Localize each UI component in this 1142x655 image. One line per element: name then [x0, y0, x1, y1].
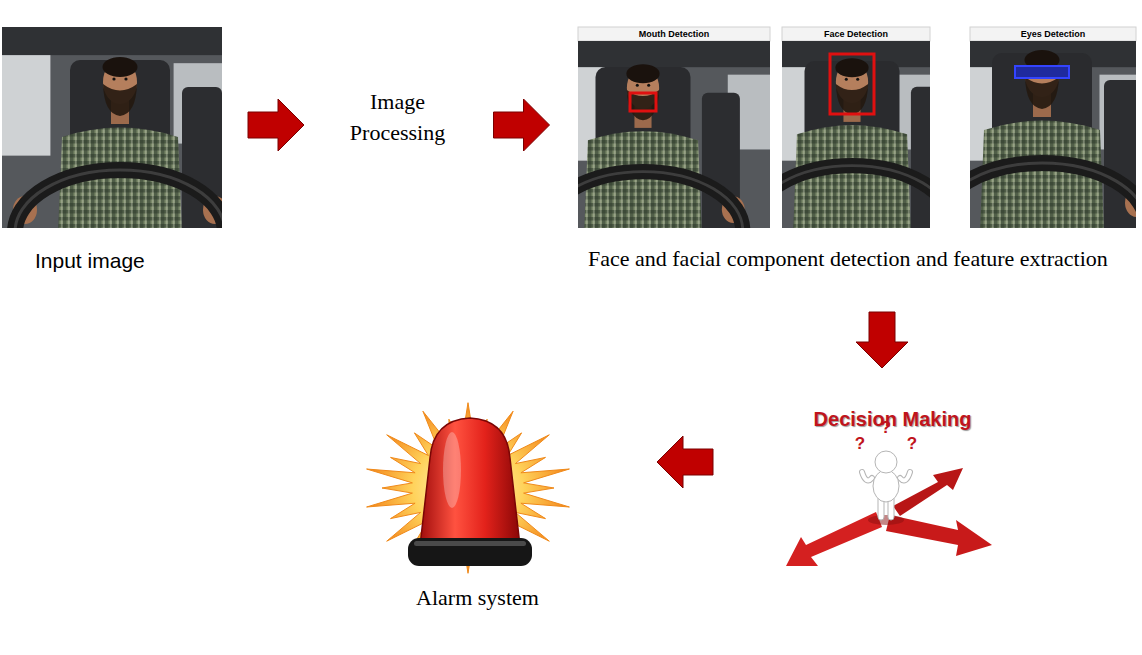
beard: [836, 84, 868, 114]
steering-wheel: [970, 163, 1136, 228]
wheel-highlight: [782, 166, 930, 228]
detection-stage: Face and facial component detection and …: [578, 27, 1138, 274]
driver-photo: [782, 41, 930, 228]
stage-caption: Image Processing: [330, 86, 465, 148]
steering-wheel: [782, 166, 930, 228]
eyes-box: [1015, 66, 1069, 78]
driver-photo: [970, 41, 1136, 228]
figure-head: [875, 451, 897, 473]
steering-wheel: [578, 172, 743, 228]
panel-title-bar: [578, 27, 770, 41]
picture-space: [35, 27, 222, 248]
question-mark: ?: [850, 434, 870, 454]
face-box: [830, 54, 874, 114]
picture-space: [588, 27, 1138, 243]
beard: [1025, 77, 1059, 109]
wheel-highlight: [970, 163, 1136, 228]
figure-body: [873, 470, 899, 502]
wheel-highlight: [578, 172, 743, 228]
figure-shadow: [868, 515, 904, 525]
side-window: [2, 55, 50, 156]
block-arrow: [248, 99, 304, 151]
processing-stage: Image Processing: [330, 86, 465, 148]
alarm-beacon: [367, 403, 570, 574]
detection-panel: Eyes Detection: [970, 27, 1136, 228]
beard: [103, 84, 137, 116]
base-highlight: [414, 541, 526, 546]
figure-arm: [900, 472, 910, 480]
stage-caption: Input image: [35, 248, 222, 274]
panel-title-bar: [782, 27, 930, 41]
hair: [626, 64, 659, 83]
decision-stage: Decision Making: [780, 406, 1005, 574]
picture-space: [365, 405, 590, 583]
detection-panel: Mouth Detection: [578, 27, 770, 228]
driver-photo: [578, 41, 770, 228]
eye: [636, 84, 639, 87]
light-burst: [367, 403, 570, 574]
figure-arm: [862, 472, 872, 480]
panel-title: Eyes Detection: [970, 27, 1136, 41]
car-ceiling: [2, 27, 222, 55]
panel-title: Mouth Detection: [578, 27, 770, 41]
hair: [835, 58, 868, 77]
mouth-box: [630, 93, 656, 111]
detection-panel: Face Detection: [782, 27, 930, 228]
panel-title: Face Detection: [782, 27, 930, 41]
decision-figure: [786, 451, 992, 566]
ground-arrow: [786, 512, 882, 566]
driver-photo: [2, 27, 222, 228]
eye: [124, 77, 127, 80]
block-arrow: [657, 436, 713, 488]
eye: [845, 78, 848, 81]
ground-arrow: [893, 468, 963, 516]
steering-wheel: [15, 170, 222, 228]
alarm-stage: Alarm system: [365, 405, 590, 613]
dome-highlight: [443, 432, 461, 508]
block-arrow: [856, 312, 908, 368]
rear-seat: [911, 87, 930, 228]
eye: [647, 84, 650, 87]
eye: [856, 78, 859, 81]
input-image-stage: Input image: [2, 27, 222, 274]
car-ceiling: [578, 41, 770, 67]
question-mark: ?: [876, 418, 896, 438]
hair: [103, 57, 138, 77]
question-mark: ?: [902, 434, 922, 454]
stage-caption: Decision Making: [780, 406, 1005, 432]
figure-arm: [862, 472, 872, 480]
panel-title-bar: [970, 27, 1136, 41]
stage-caption: Alarm system: [365, 583, 590, 613]
wheel-highlight: [15, 170, 222, 228]
beard: [627, 90, 659, 120]
figure-arm: [900, 472, 910, 480]
block-arrow: [494, 99, 550, 151]
beacon-dome: [420, 418, 520, 546]
beacon-base: [408, 538, 532, 566]
stage-caption: Face and facial component detection and …: [588, 243, 1138, 274]
eye: [112, 77, 115, 80]
